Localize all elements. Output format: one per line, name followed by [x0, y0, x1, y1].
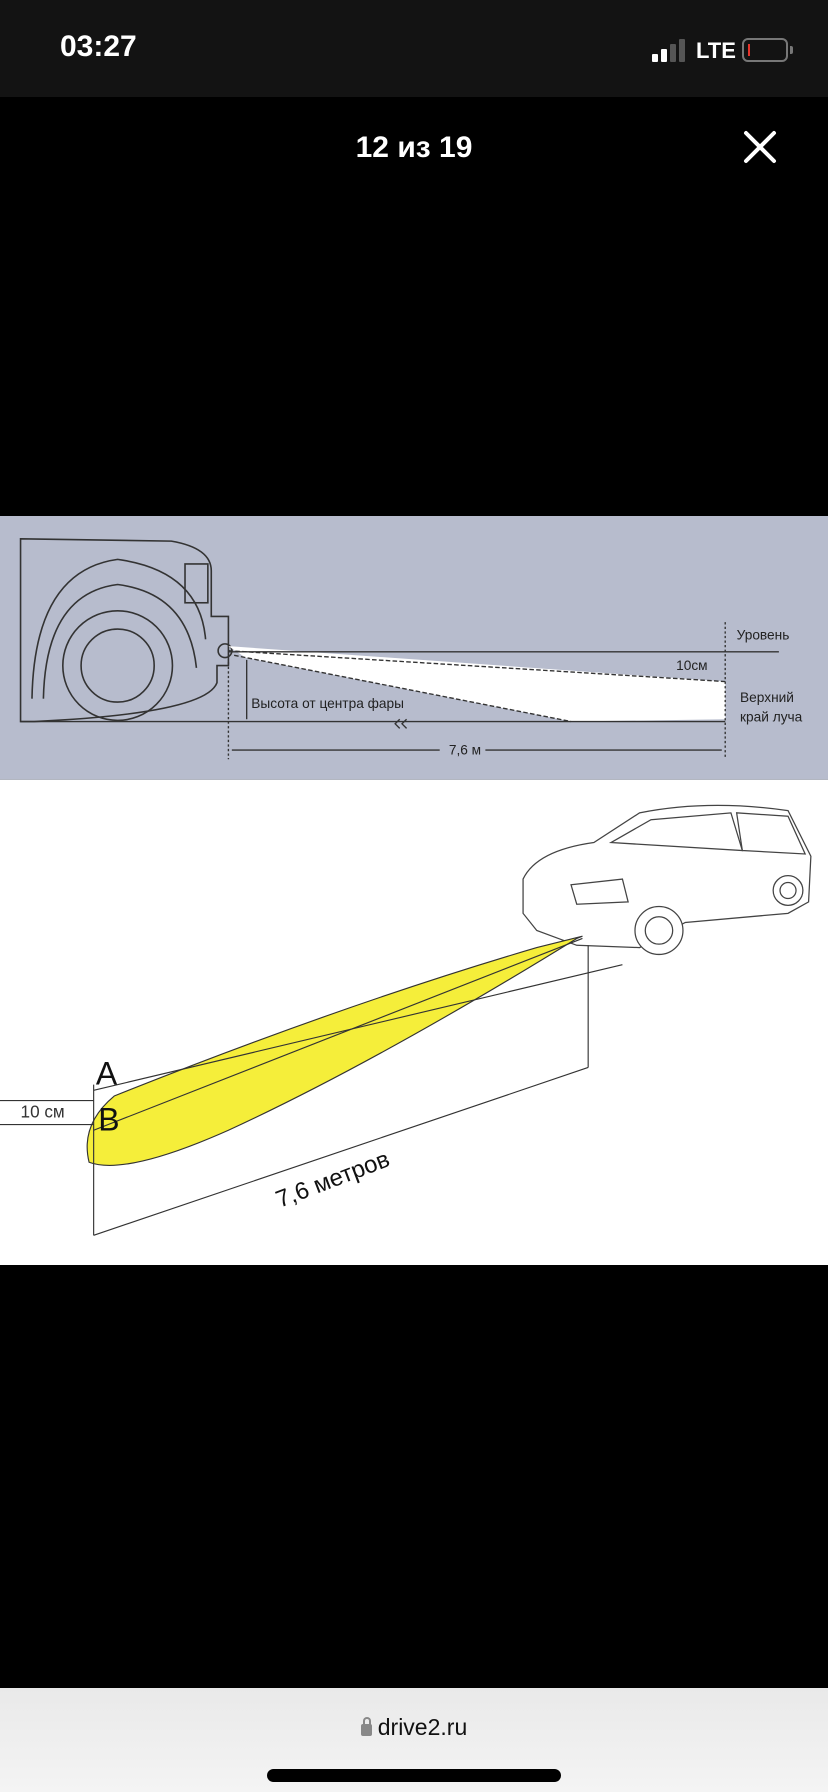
close-icon — [744, 131, 776, 163]
height-label: Высота от центра фары — [251, 696, 404, 711]
light-beam-perspective — [86, 935, 583, 1166]
car-perspective-sketch — [522, 804, 812, 956]
point-b-label: B — [98, 1101, 119, 1137]
close-button[interactable] — [738, 125, 782, 169]
offset-label-bottom: 10 см — [21, 1103, 65, 1122]
top-diagram-background — [0, 516, 828, 780]
measurement-lines — [20, 622, 779, 760]
image-counter: 12 из 19 — [355, 131, 473, 164]
offset-label: 10см — [676, 658, 707, 673]
network-type: LTE — [696, 38, 736, 63]
viewer-header: 12 из 19 — [0, 97, 828, 197]
address-bar[interactable]: drive2.ru — [0, 1688, 828, 1792]
car-side-outline — [19, 538, 233, 723]
battery-icon — [742, 38, 793, 62]
beam-edge-label: Верхний — [740, 690, 794, 705]
level-label: Уровень — [737, 627, 790, 642]
distance-label-top: 7,6 м — [449, 743, 481, 758]
perspective-measurement-lines — [0, 937, 623, 1236]
point-a-label: A — [96, 1056, 118, 1092]
lock-icon — [360, 1717, 372, 1736]
home-indicator[interactable] — [267, 1769, 561, 1782]
signal-icon — [652, 38, 690, 62]
headlight-diagram-image: Уровень 10см Верхний край луча Высота от… — [0, 516, 828, 1265]
beam-edge-label-2: край луча — [740, 710, 803, 725]
light-beam-side — [228, 646, 726, 722]
clock: 03:27 — [60, 30, 137, 63]
status-bar: 03:27 LTE — [0, 0, 828, 97]
domain-label[interactable]: drive2.ru — [377, 1714, 468, 1740]
